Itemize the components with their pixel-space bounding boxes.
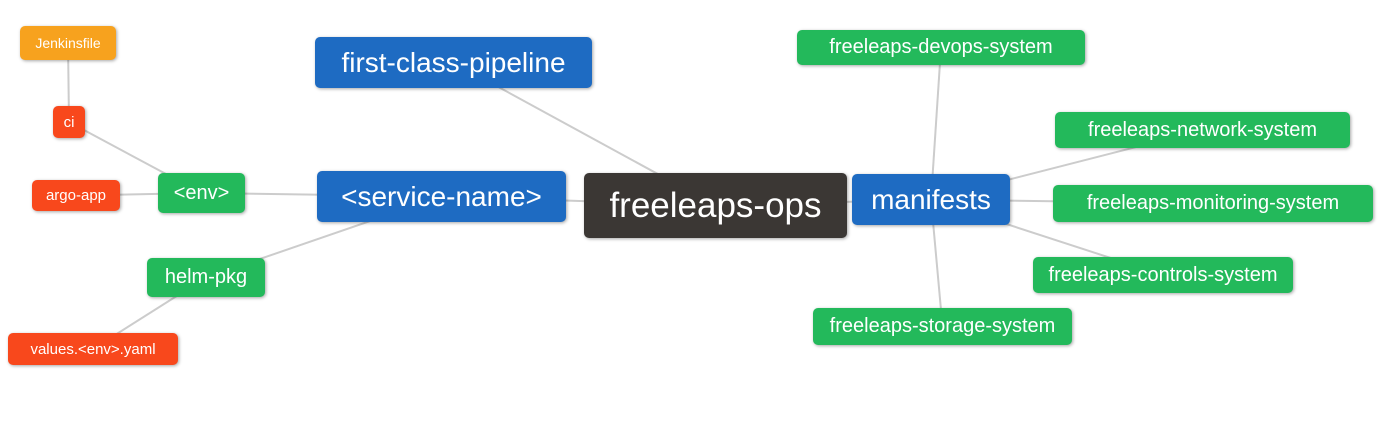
node-label: Jenkinsfile	[35, 35, 101, 51]
node-values-env-yaml[interactable]: values.<env>.yaml	[8, 333, 178, 365]
node-label: <service-name>	[341, 180, 542, 212]
node-label: freeleaps-devops-system	[829, 36, 1053, 58]
node-env[interactable]: <env>	[158, 173, 245, 213]
node-freeleaps-network-system[interactable]: freeleaps-network-system	[1055, 112, 1350, 148]
node-manifests[interactable]: manifests	[852, 174, 1010, 225]
node-service-name[interactable]: <service-name>	[317, 171, 566, 222]
node-label: first-class-pipeline	[341, 46, 566, 78]
node-label: helm-pkg	[164, 266, 248, 288]
node-label: argo-app	[45, 187, 107, 204]
node-label: freeleaps-ops	[609, 185, 822, 225]
node-freeleaps-storage-system[interactable]: freeleaps-storage-system	[813, 308, 1072, 345]
node-label: manifests	[871, 183, 991, 215]
node-label: freeleaps-monitoring-system	[1086, 192, 1340, 214]
node-jenkinsfile[interactable]: Jenkinsfile	[20, 26, 116, 60]
node-helm-pkg[interactable]: helm-pkg	[147, 258, 265, 297]
node-label: freeleaps-storage-system	[829, 315, 1056, 337]
node-label: freeleaps-network-system	[1088, 118, 1317, 141]
node-label: values.<env>.yaml	[30, 340, 156, 358]
node-freeleaps-monitoring-system[interactable]: freeleaps-monitoring-system	[1053, 185, 1373, 222]
node-label: freeleaps-controls-system	[1048, 263, 1278, 286]
node-freeleaps-ops[interactable]: freeleaps-ops	[584, 173, 847, 238]
node-freeleaps-controls-system[interactable]: freeleaps-controls-system	[1033, 257, 1293, 293]
node-ci[interactable]: ci	[53, 106, 85, 138]
node-first-class-pipeline[interactable]: first-class-pipeline	[315, 37, 592, 88]
node-freeleaps-devops-system[interactable]: freeleaps-devops-system	[797, 30, 1085, 65]
node-argo-app[interactable]: argo-app	[32, 180, 120, 211]
node-label: ci	[63, 113, 75, 131]
node-label: <env>	[173, 181, 230, 204]
